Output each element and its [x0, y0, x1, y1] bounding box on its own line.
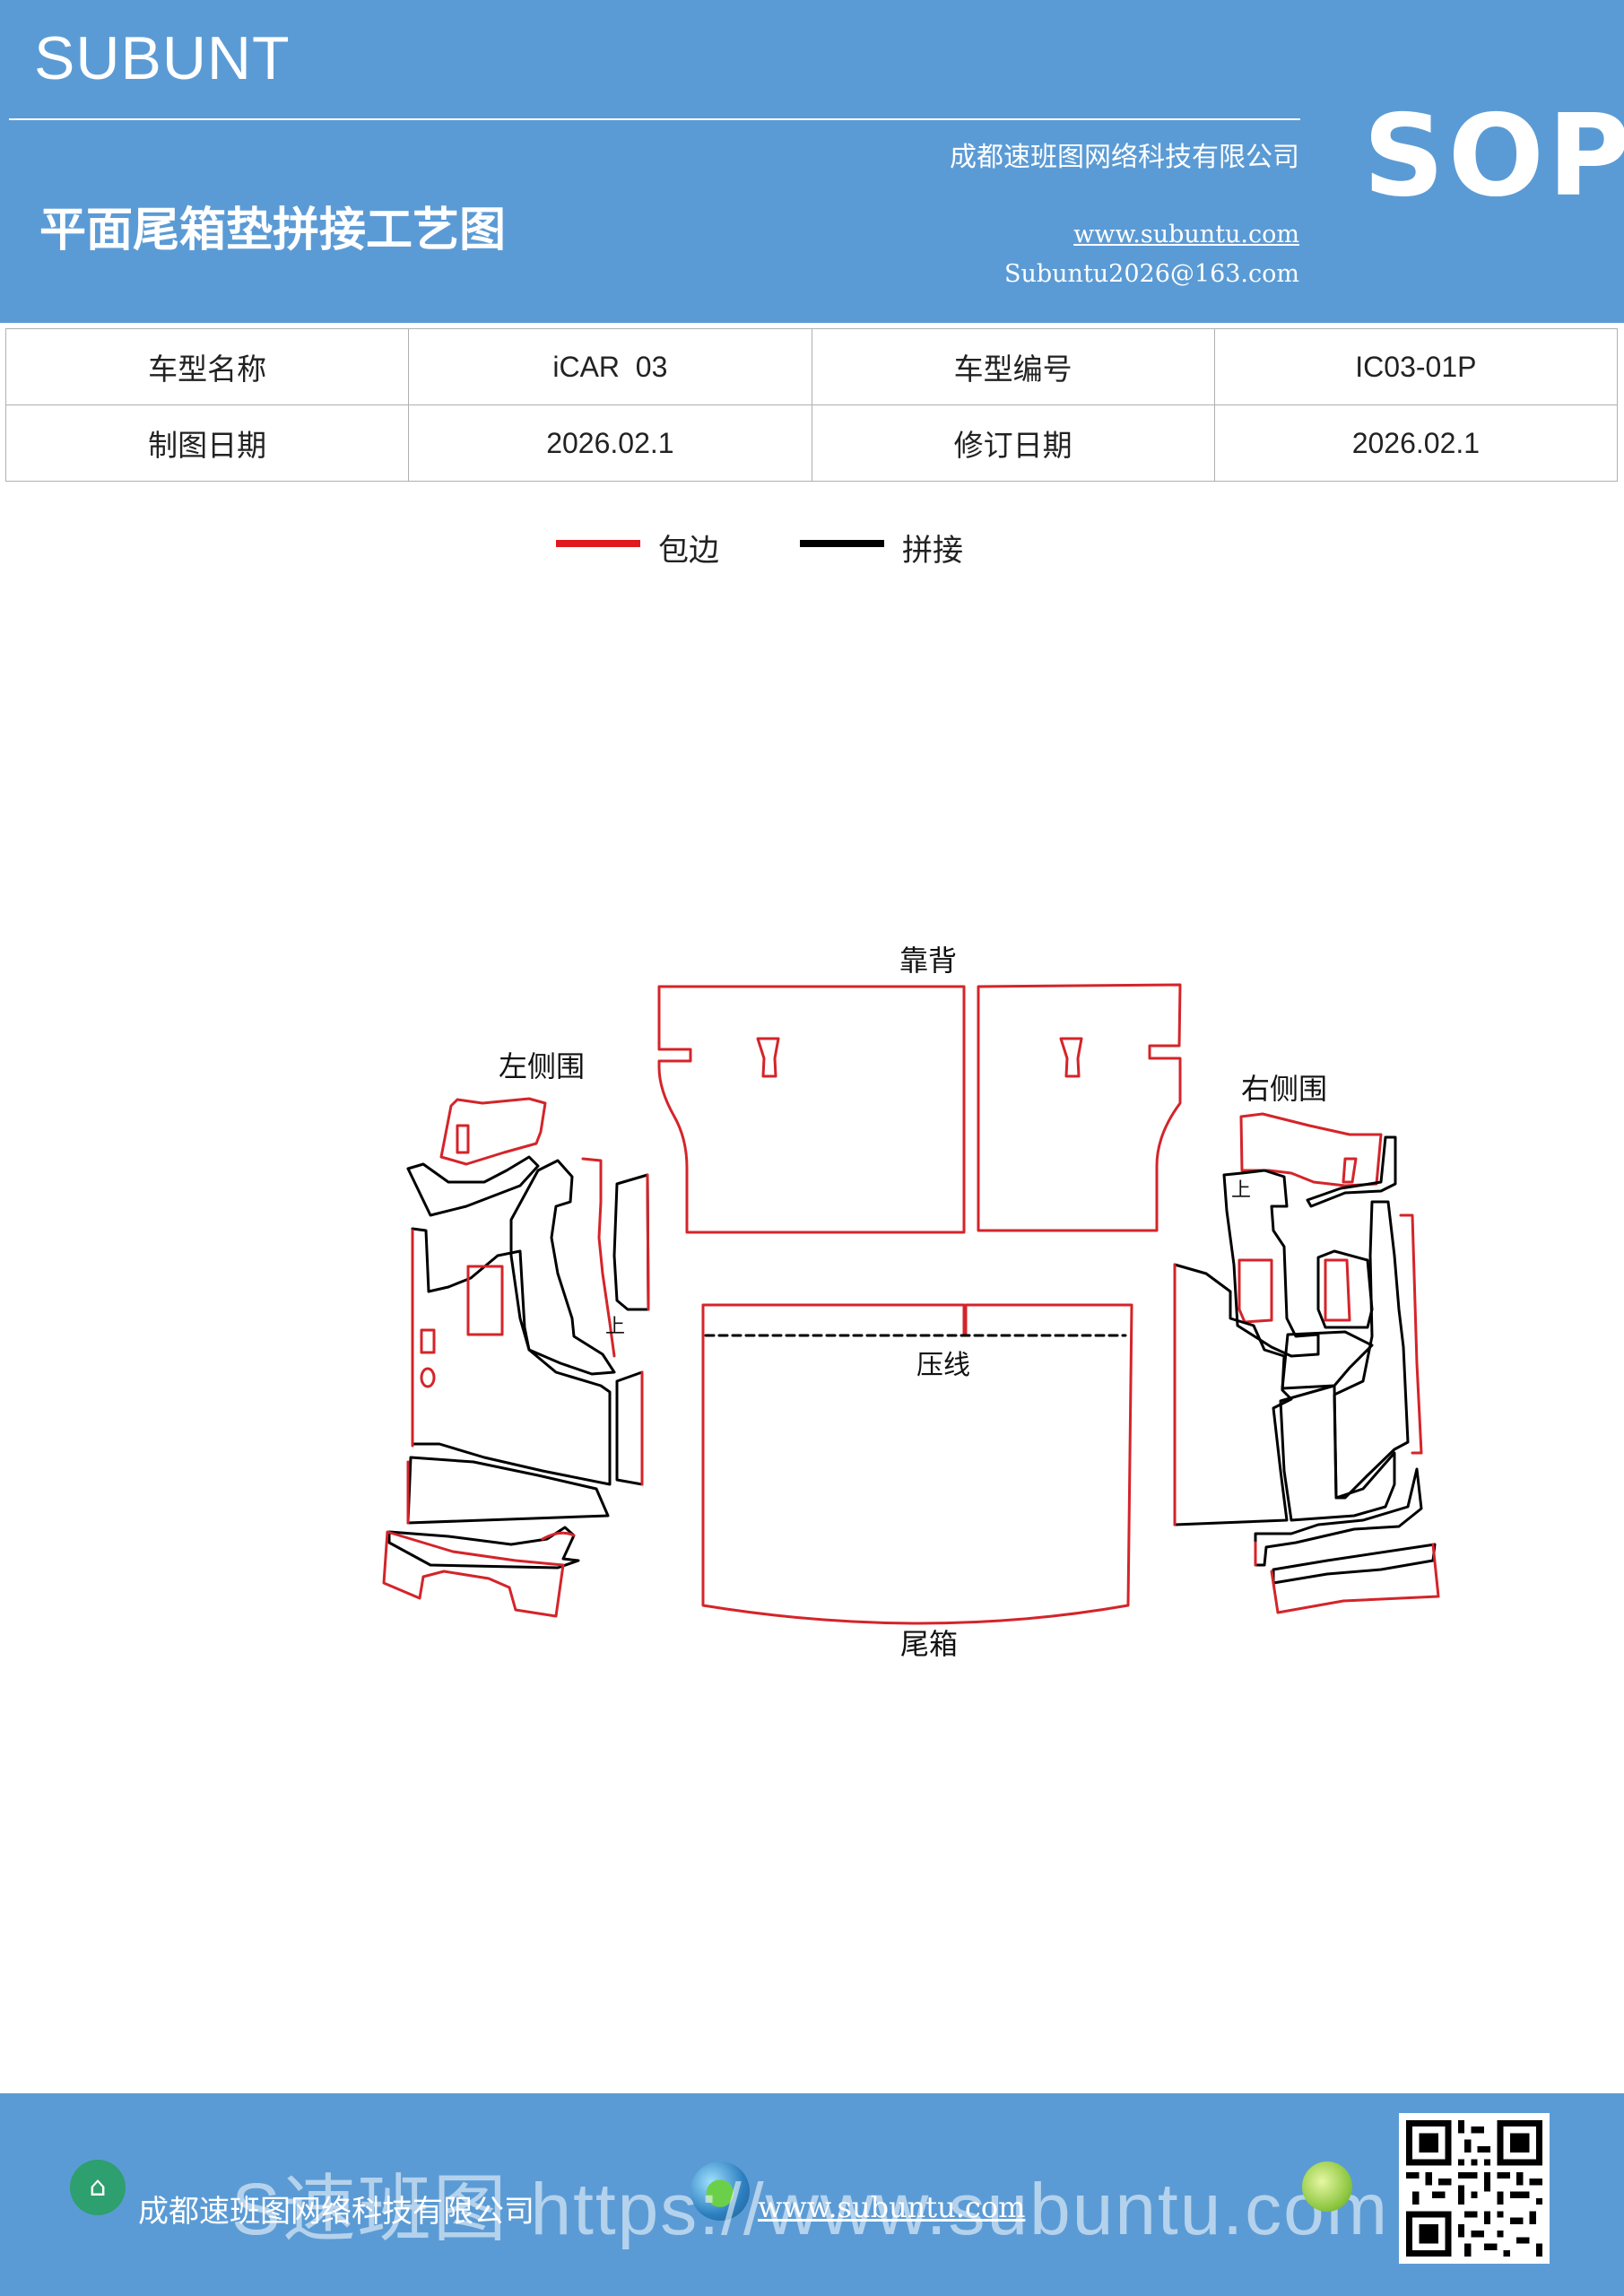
qr-code — [1399, 2113, 1550, 2264]
label-right-side: 右侧围 — [1241, 1072, 1327, 1106]
revision-date-label: 修订日期 — [811, 404, 1215, 482]
model-name-label: 车型名称 — [4, 328, 410, 405]
footer-banner: ⌂ ● 成都速班图网络科技有限公司 www.subuntu.com S速班图 h… — [0, 2093, 1624, 2296]
lightbulb-icon — [1302, 2161, 1352, 2212]
model-code-label: 车型编号 — [811, 328, 1215, 405]
label-backrest: 靠背 — [899, 944, 957, 978]
label-left-side: 左侧围 — [499, 1049, 585, 1083]
footer-company-name: 成都速班图网络科技有限公司 — [138, 2194, 534, 2230]
company-building-icon: ⌂ — [70, 2160, 126, 2215]
header-website-link[interactable]: www.subuntu.com — [1073, 221, 1299, 248]
header-company-name: 成都速班图网络科技有限公司 — [950, 142, 1299, 173]
vehicle-info-table: 车型名称 iCAR 03 车型编号 IC03-01P 制图日期 2026.02.… — [4, 328, 1619, 482]
brand-logo-text: SUBUNT — [34, 24, 291, 92]
document-title: 平面尾箱垫拼接工艺图 — [39, 204, 507, 257]
backrest-left-panel — [657, 985, 966, 1234]
header-banner: SUBUNT 成都速班图网络科技有限公司 平面尾箱垫拼接工艺图 www.subu… — [0, 0, 1624, 323]
drawing-date-value: 2026.02.1 — [408, 404, 812, 482]
trunk-floor-panel — [701, 1303, 1133, 1625]
legend-red-line — [556, 540, 640, 547]
right-side-panels — [1173, 1112, 1440, 1614]
model-code-value: IC03-01P — [1213, 328, 1619, 405]
left-side-panels — [382, 1097, 650, 1618]
header-email: Subuntu2026@163.com — [1004, 260, 1299, 288]
label-trunk: 尾箱 — [900, 1627, 958, 1661]
legend-edge-label: 包边 — [658, 533, 719, 569]
drawing-date-label: 制图日期 — [4, 404, 410, 482]
revision-date-value: 2026.02.1 — [1213, 404, 1619, 482]
table-row: 制图日期 2026.02.1 修订日期 2026.02.1 — [4, 404, 1619, 482]
sop-badge: SOP — [1363, 90, 1624, 222]
label-up-right: 上 — [1231, 1179, 1251, 1202]
header-divider — [9, 118, 1300, 120]
qr-code-pattern — [1406, 2120, 1542, 2257]
legend-seam-label: 拼接 — [902, 533, 963, 569]
table-row: 车型名称 iCAR 03 车型编号 IC03-01P — [4, 328, 1619, 405]
legend-black-line — [800, 540, 884, 547]
model-name-value: iCAR 03 — [408, 328, 812, 405]
footer-website-link[interactable]: www.subuntu.com — [758, 2190, 1026, 2224]
label-press-line: 压线 — [916, 1350, 970, 1381]
footer-watermark: S速班图 https://www.subuntu.com — [231, 2169, 1390, 2250]
backrest-right-panel — [977, 983, 1182, 1232]
globe-icon: ● — [690, 2161, 750, 2221]
label-up-left: 上 — [605, 1316, 625, 1338]
